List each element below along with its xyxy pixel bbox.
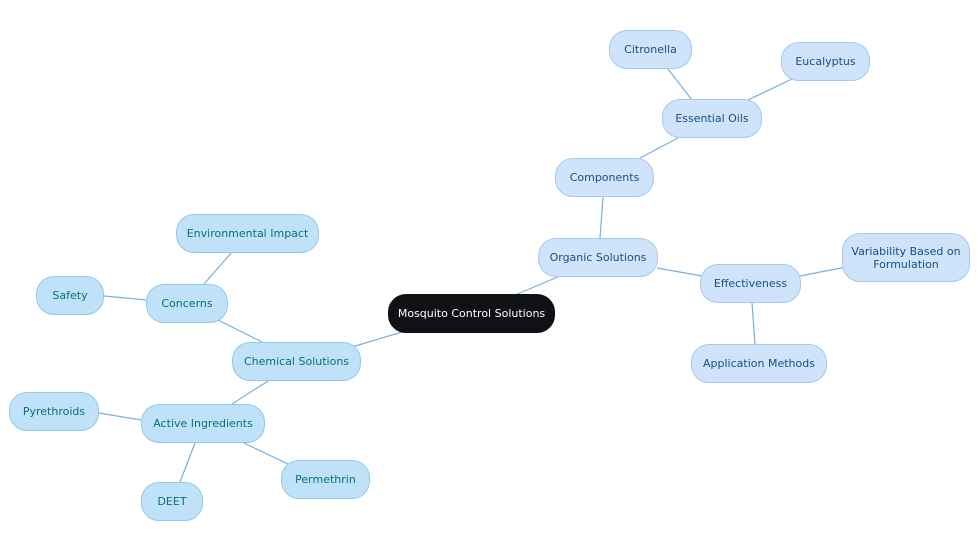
- node-eucalyptus: Eucalyptus: [781, 42, 870, 81]
- link-essential-oils-eucalyptus: [747, 78, 793, 101]
- node-permethrin: Permethrin: [281, 460, 370, 499]
- link-organic-components: [599, 196, 604, 239]
- link-root-chemical: [351, 331, 403, 348]
- link-active-pyrethroids: [98, 412, 142, 421]
- node-chemical-solutions: Chemical Solutions: [232, 342, 361, 381]
- link-concerns-environmental: [203, 251, 233, 285]
- link-root-organic: [514, 275, 561, 296]
- node-safety: Safety: [36, 276, 104, 315]
- node-variability-based-on-formulation: Variability Based on Formulation: [842, 233, 970, 282]
- link-chemical-active: [231, 380, 269, 405]
- node-organic-solutions: Organic Solutions: [538, 238, 658, 277]
- node-components: Components: [555, 158, 654, 197]
- node-deet: DEET: [141, 482, 203, 521]
- node-essential-oils: Essential Oils: [662, 99, 762, 138]
- link-concerns-safety: [103, 295, 147, 301]
- node-application-methods: Application Methods: [691, 344, 827, 383]
- node-environmental-impact: Environmental Impact: [176, 214, 319, 253]
- node-mosquito-control-solutions: Mosquito Control Solutions: [388, 294, 555, 333]
- link-active-deet: [179, 442, 196, 483]
- link-effectiveness-application: [751, 302, 756, 345]
- node-citronella: Citronella: [609, 30, 692, 69]
- node-active-ingredients: Active Ingredients: [141, 404, 265, 443]
- link-components-essential-oils: [639, 137, 679, 159]
- node-effectiveness: Effectiveness: [700, 264, 801, 303]
- link-organic-effectiveness: [656, 267, 703, 277]
- link-active-permethrin: [243, 442, 291, 466]
- link-effectiveness-variability: [799, 266, 847, 277]
- node-concerns: Concerns: [146, 284, 228, 323]
- link-essential-oils-citronella: [667, 68, 693, 101]
- node-pyrethroids: Pyrethroids: [9, 392, 99, 431]
- link-chemical-concerns: [217, 319, 263, 343]
